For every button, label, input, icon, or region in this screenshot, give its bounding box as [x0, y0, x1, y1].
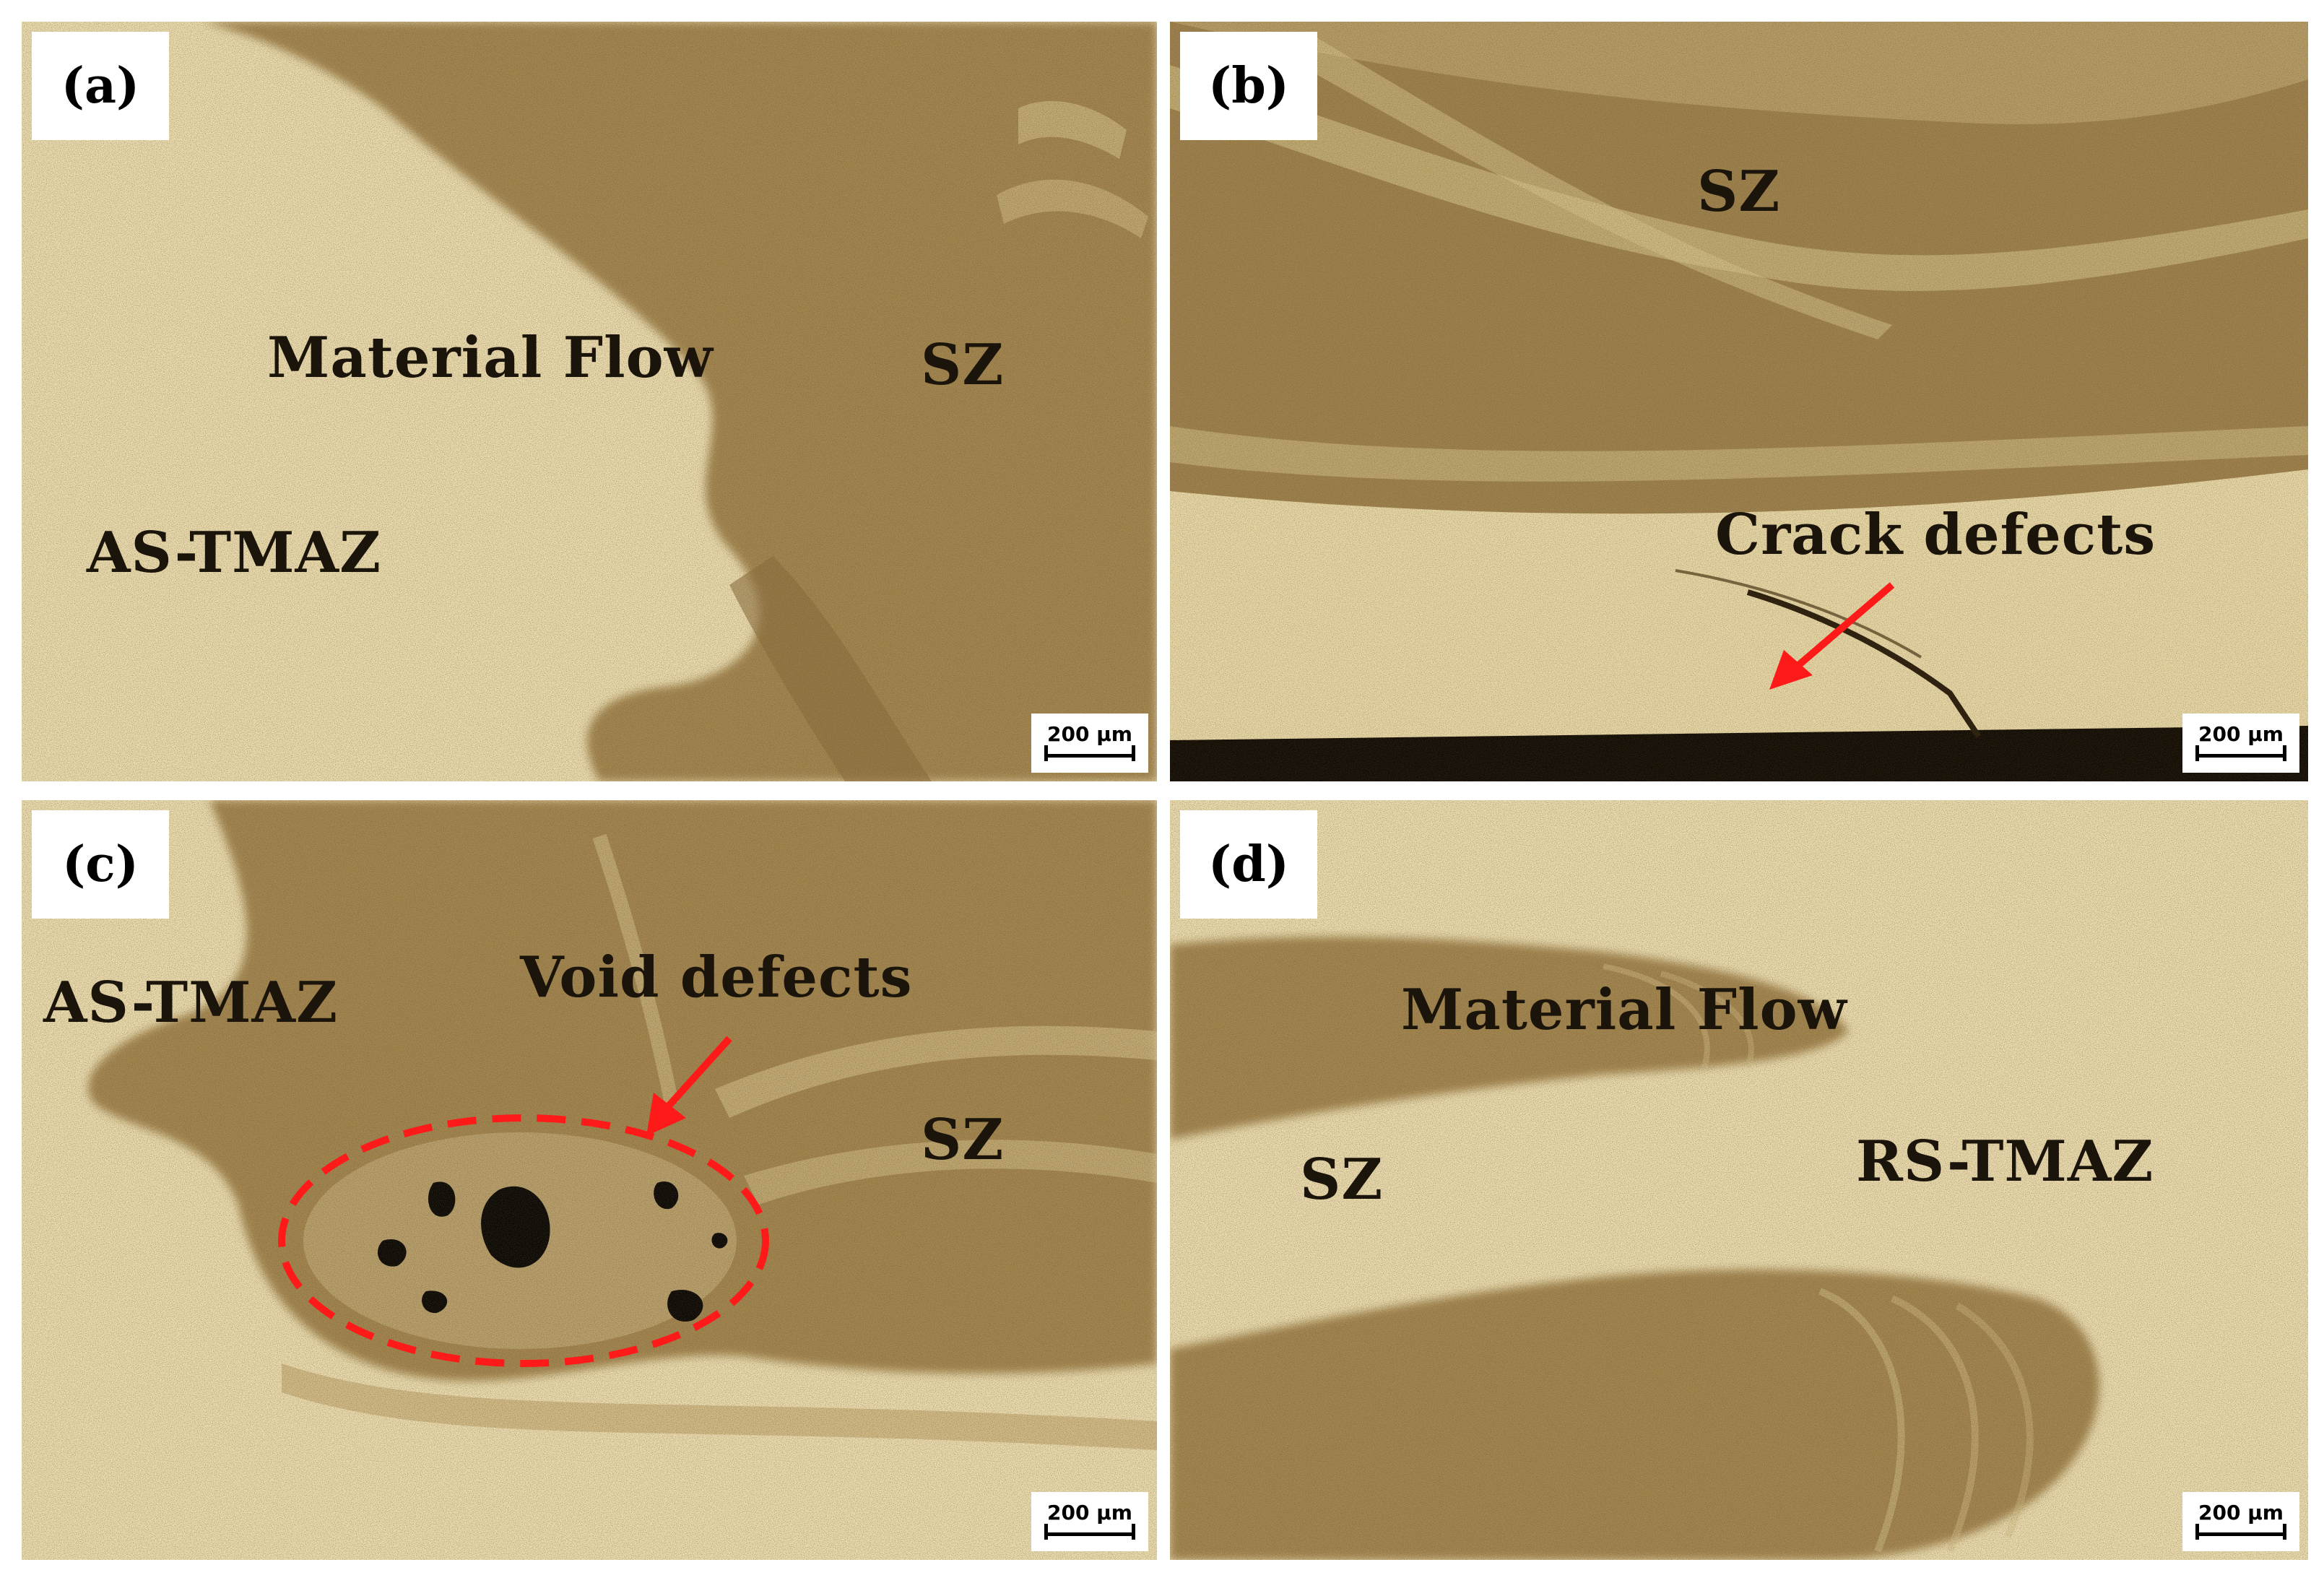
- scale-bar-label: 200 µm: [1047, 1501, 1132, 1525]
- label-sz: SZ: [1300, 1147, 1384, 1213]
- micrograph-image-a: [22, 22, 1157, 781]
- micrograph-panel-a: (a) Material Flow SZ AS-TMAZ 200 µm: [22, 22, 1157, 781]
- scale-bar: 200 µm: [1031, 714, 1148, 773]
- scale-bar-tick-right: [1132, 745, 1135, 761]
- label-void-defects: Void defects: [520, 945, 913, 1010]
- scale-bar-tick-left: [1044, 745, 1048, 761]
- scale-bar-tick-right: [2283, 1524, 2286, 1540]
- scale-bar-tick-right: [2283, 745, 2286, 761]
- scale-bar-label: 200 µm: [1047, 722, 1132, 746]
- panel-label-c: (c): [32, 810, 169, 919]
- micrograph-panel-b: (b) SZ Crack defects 200 µm: [1170, 22, 2308, 781]
- scale-bar-line: [1044, 1532, 1135, 1536]
- micrograph-panel-c: (c) AS-TMAZ Void defects SZ 200 µm: [22, 800, 1157, 1560]
- label-crack-defects: Crack defects: [1715, 502, 2156, 568]
- label-material-flow: Material Flow: [267, 325, 714, 391]
- label-as-tmaz: AS-TMAZ: [87, 520, 382, 586]
- scale-bar: 200 µm: [2182, 714, 2299, 773]
- scale-bar-tick-left: [2195, 745, 2199, 761]
- scale-bar-line: [2195, 754, 2286, 758]
- scale-bar: 200 µm: [2182, 1492, 2299, 1551]
- label-rs-tmaz: RS-TMAZ: [1856, 1129, 2154, 1194]
- label-sz: SZ: [1697, 159, 1781, 225]
- label-sz: SZ: [921, 1107, 1005, 1173]
- scale-bar-tick-left: [1044, 1524, 1048, 1540]
- micrograph-image-c: [22, 800, 1157, 1560]
- panel-label-b: (b): [1180, 32, 1317, 140]
- scale-bar-label: 200 µm: [2198, 1501, 2284, 1525]
- label-as-tmaz: AS-TMAZ: [43, 970, 339, 1036]
- label-sz: SZ: [921, 332, 1005, 398]
- scale-bar-tick-right: [1132, 1524, 1135, 1540]
- scale-bar-label: 200 µm: [2198, 722, 2284, 746]
- micrograph-image-b: [1170, 22, 2308, 781]
- label-material-flow: Material Flow: [1401, 977, 1847, 1043]
- panel-label-a: (a): [32, 32, 169, 140]
- micrograph-image-d: [1170, 800, 2308, 1560]
- scale-bar-line: [1044, 754, 1135, 758]
- scale-bar-line: [2195, 1532, 2286, 1536]
- scale-bar: 200 µm: [1031, 1492, 1148, 1551]
- panel-label-d: (d): [1180, 810, 1317, 919]
- scale-bar-tick-left: [2195, 1524, 2199, 1540]
- micrograph-panel-d: (d) Material Flow SZ RS-TMAZ 200 µm: [1170, 800, 2308, 1560]
